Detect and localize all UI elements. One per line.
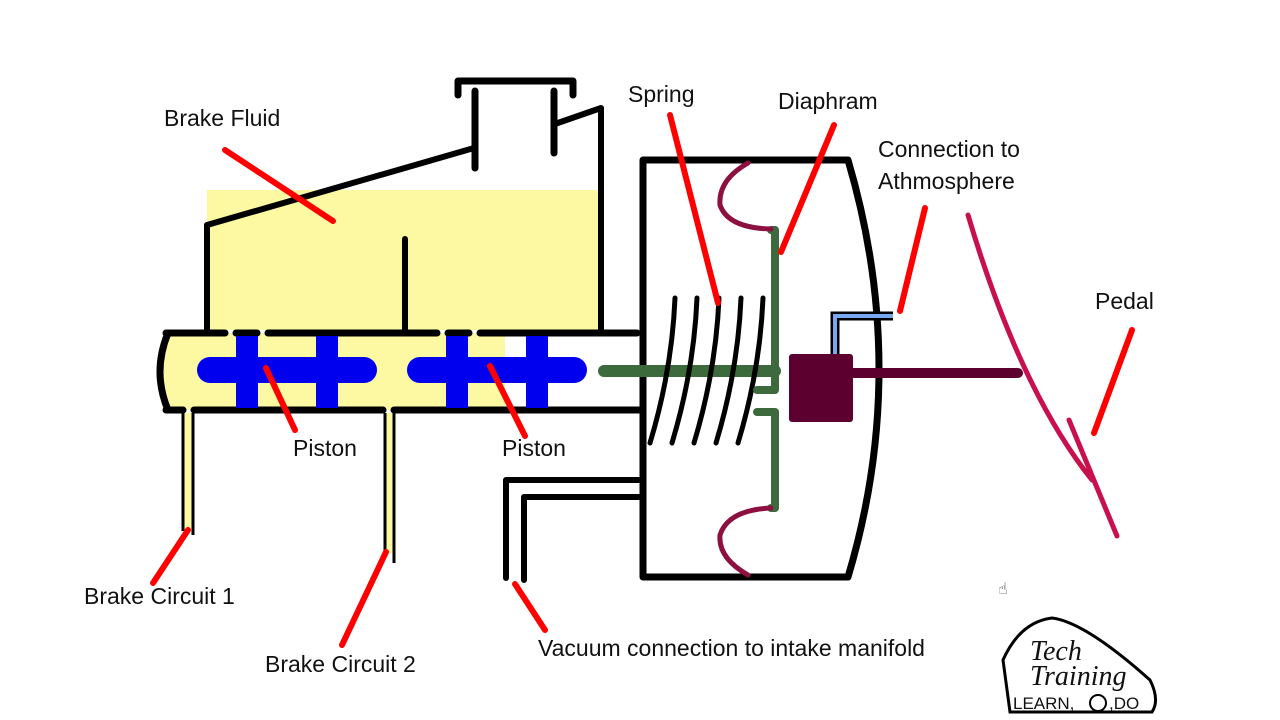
label-spring: Spring <box>628 81 694 107</box>
label-piston-2: Piston <box>502 435 566 461</box>
logo-badge <box>1001 616 1157 714</box>
vacuum-port-inner <box>521 494 646 583</box>
pointer-lines <box>150 112 1135 648</box>
brake-line-1 <box>181 413 195 535</box>
diaphragm-edge <box>717 160 774 578</box>
tech-training-logo: Tech Training LEARN, ,DO <box>1001 616 1157 714</box>
pointer-diaphram <box>778 122 837 255</box>
pointer-connection <box>897 205 928 314</box>
brake-line-2 <box>383 413 396 563</box>
label-vacuum-connection: Vacuum connection to intake manifold <box>538 635 925 661</box>
logo-line3-left: LEARN, <box>1013 694 1074 713</box>
control-valve <box>789 354 853 422</box>
pointer-brake-fluid <box>222 147 336 224</box>
pedal <box>965 212 1120 539</box>
label-brake-fluid: Brake Fluid <box>164 105 280 131</box>
label-piston-1: Piston <box>293 435 357 461</box>
label-connection-line2: Athmosphere <box>878 168 1015 194</box>
piston-secondary <box>407 336 587 408</box>
pointer-spring <box>667 112 721 306</box>
reservoir-outline <box>204 145 475 330</box>
logo-line1: Tech <box>1030 636 1082 667</box>
hand-cursor-icon: ☝ <box>998 579 1008 598</box>
label-brake-circuit-1: Brake Circuit 1 <box>84 583 235 609</box>
air-inlet-pipe <box>830 311 893 354</box>
pointer-circuit-2 <box>339 549 389 648</box>
logo-line3-right: ,DO <box>1109 694 1139 713</box>
vacuum-port-outer <box>503 477 646 581</box>
logo-line2: Training <box>1030 661 1126 692</box>
logo-gear-icon <box>1089 694 1107 712</box>
piston-primary <box>197 336 377 408</box>
pointer-pedal <box>1091 327 1135 436</box>
pointer-vacuum <box>512 581 548 633</box>
reservoir-outline-right <box>551 105 604 330</box>
spring <box>647 295 766 446</box>
air-inlet-pipe-fill <box>833 314 893 354</box>
pointer-piston-1 <box>263 365 298 433</box>
pointer-piston-2 <box>487 363 528 439</box>
label-diaphram: Diaphram <box>778 88 878 114</box>
reservoir-cap <box>454 77 577 99</box>
label-connection-line1: Connection to <box>878 136 1020 162</box>
cylinder-left-end <box>156 331 172 412</box>
label-pedal: Pedal <box>1095 288 1154 314</box>
label-brake-circuit-2: Brake Circuit 2 <box>265 651 416 677</box>
pointer-circuit-1 <box>150 527 191 586</box>
